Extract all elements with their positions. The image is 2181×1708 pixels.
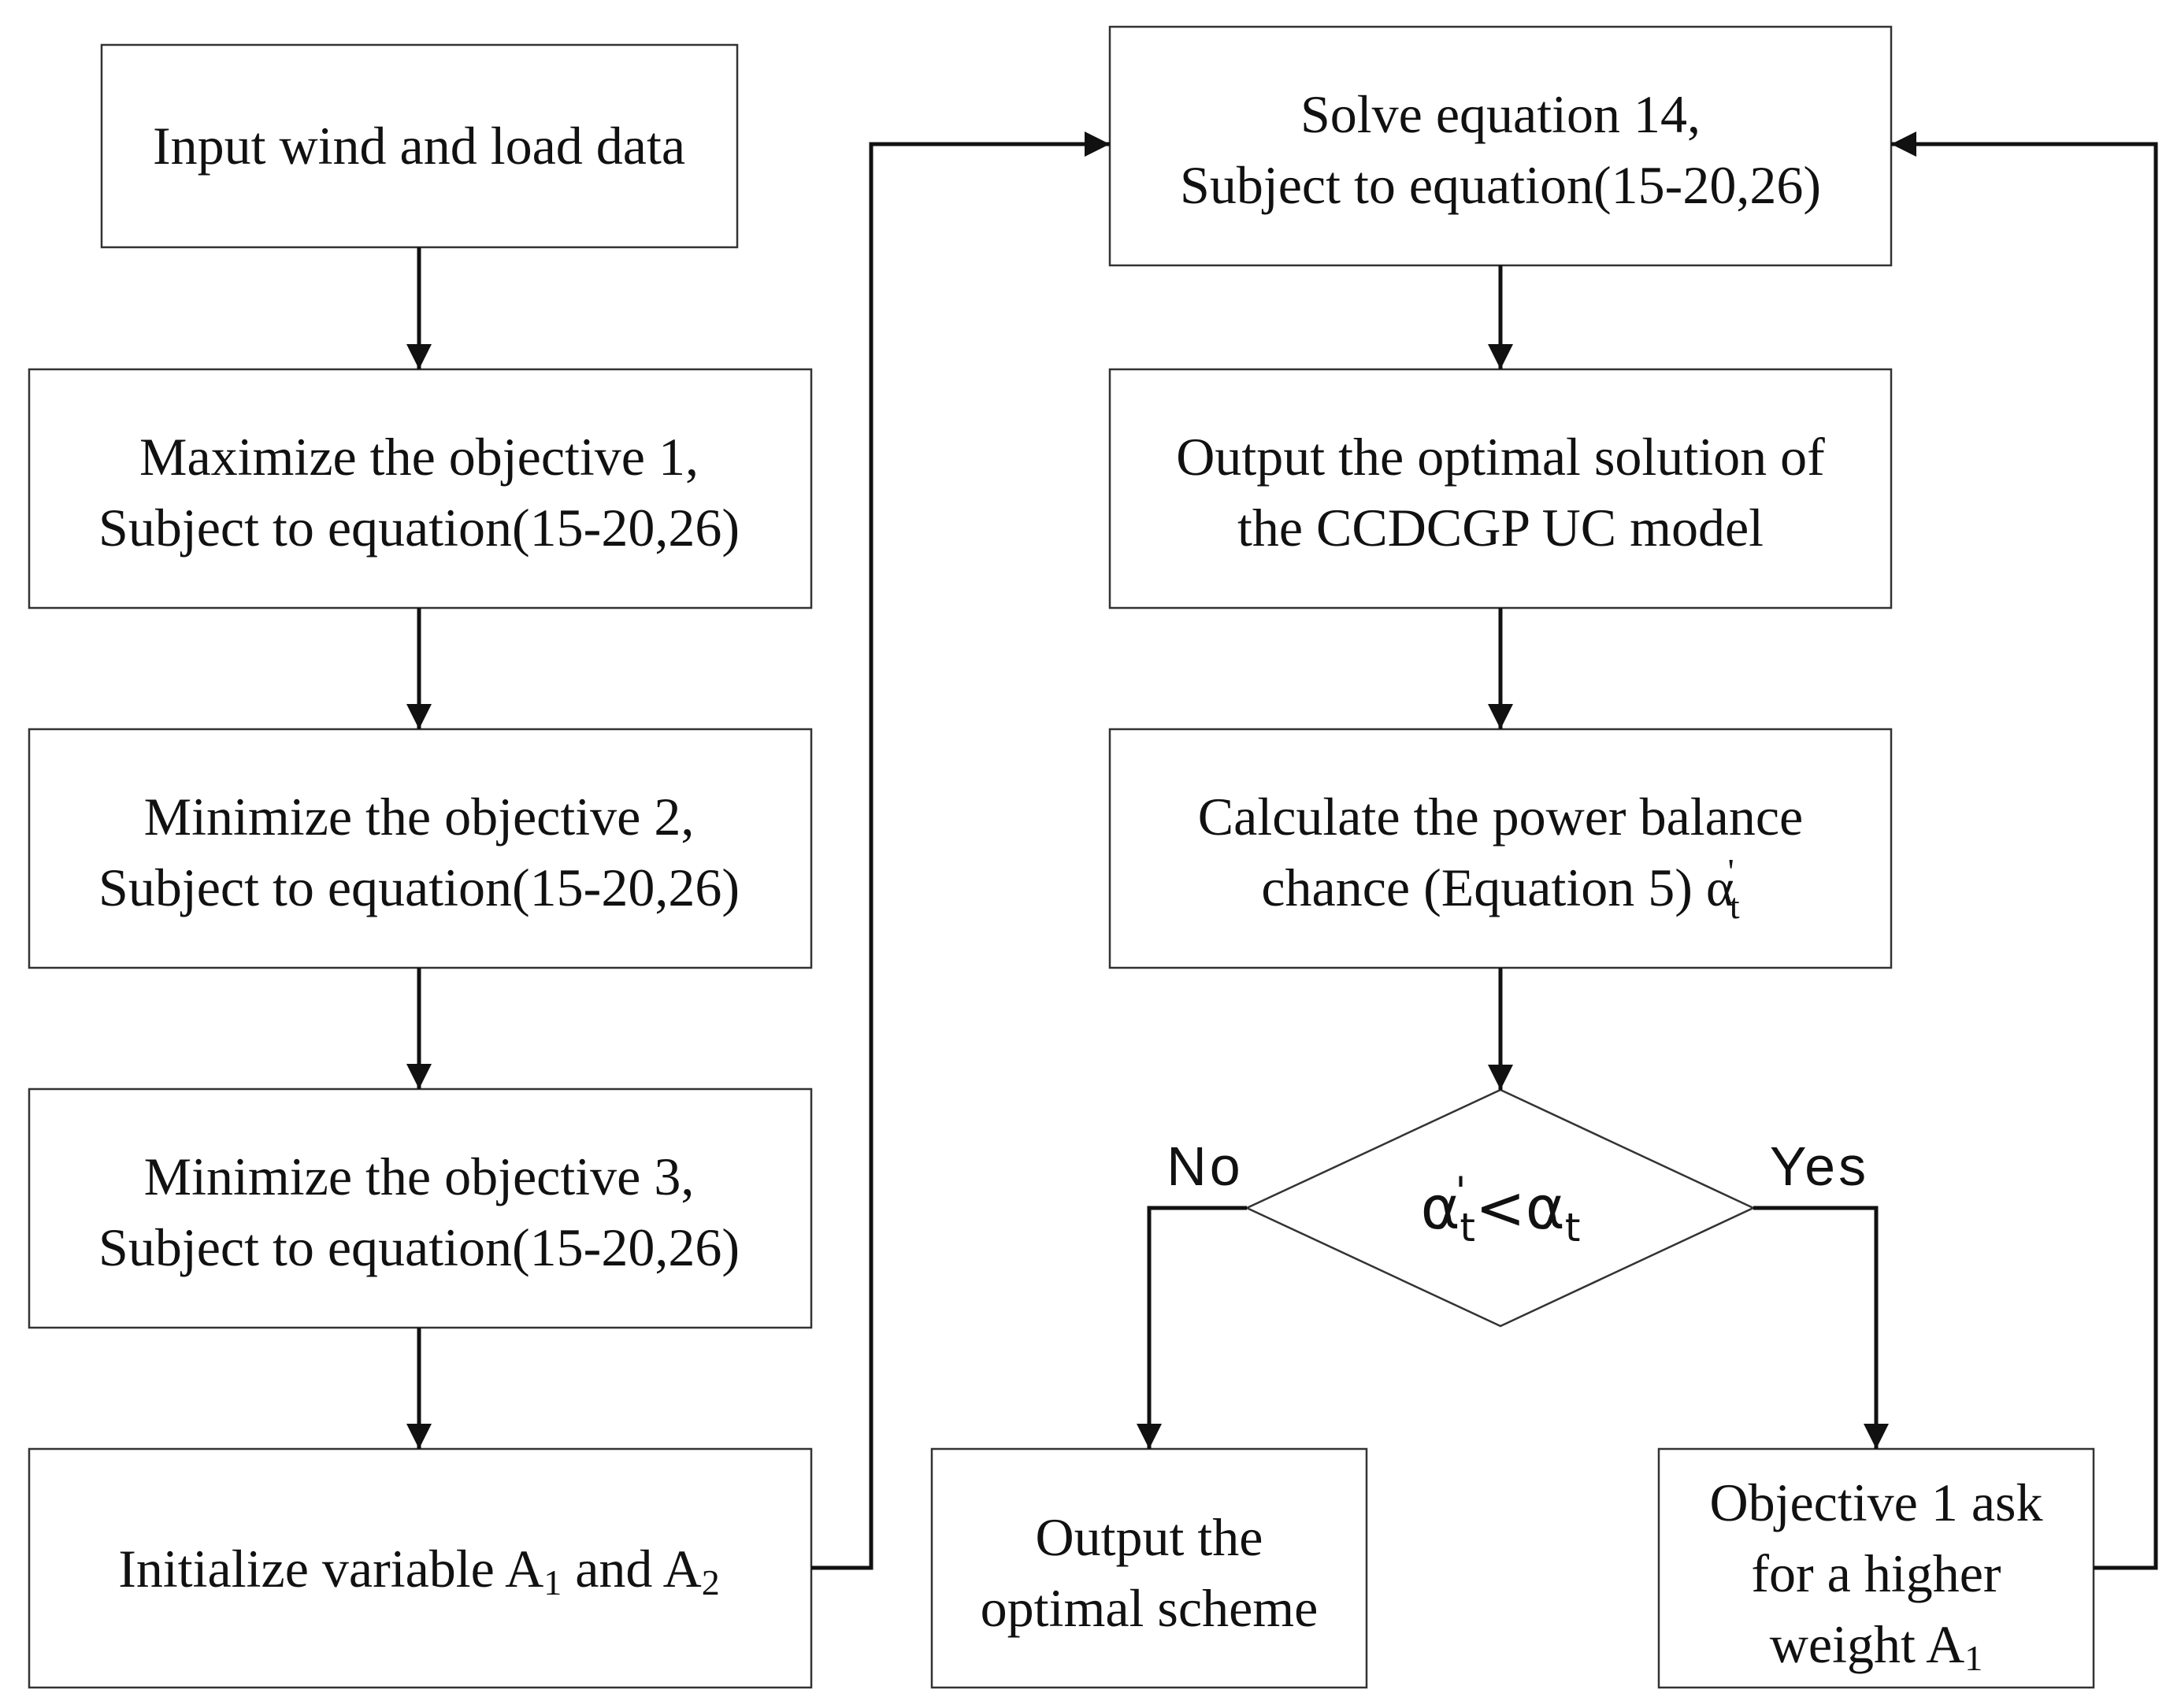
arrow-yes-branch [1753, 1206, 1889, 1449]
output-scheme-box [930, 1447, 1368, 1689]
objective-line3: weight A1 [1770, 1614, 1983, 1678]
objective-line2: for a higher [1751, 1543, 2001, 1603]
output-scheme-line2: optimal scheme [981, 1578, 1319, 1638]
yes-label: Yes [1770, 1136, 1869, 1197]
maximize-objective1-box [28, 368, 813, 609]
minimize3-line2: Subject to equation(15-20,26) [98, 1217, 740, 1277]
input-text: Input wind and load data [153, 116, 685, 176]
arrow-no-branch [1137, 1206, 1247, 1449]
output-scheme-line1: Output the [1036, 1507, 1263, 1567]
objective-line1: Objective 1 ask [1710, 1473, 2043, 1532]
output-optimal-line2: the CCDCGP UC model [1237, 498, 1764, 558]
input-box [100, 43, 739, 249]
calculate-chance-box [1108, 728, 1893, 969]
minimize-objective3-box [28, 1087, 813, 1329]
maximize-line1: Maximize the objective 1, [139, 427, 699, 487]
solve-line2: Subject to equation(15-20,26) [1180, 155, 1821, 215]
decision-text: α't<αt [1421, 1169, 1581, 1250]
calculate-line2: chance (Equation 5) α't [1261, 851, 1739, 926]
no-label: No [1167, 1136, 1243, 1197]
minimize3-line1: Minimize the objective 3, [144, 1147, 695, 1206]
maximize-line2: Subject to equation(15-20,26) [98, 498, 740, 558]
minimize-objective2-box [28, 728, 813, 969]
calculate-line1: Calculate the power balance [1198, 787, 1803, 847]
solve-line1: Solve equation 14, [1300, 84, 1701, 144]
arrow-init-to-solve [811, 132, 1110, 1570]
output-optimal-line1: Output the optimal solution of [1176, 427, 1825, 487]
minimize2-line2: Subject to equation(15-20,26) [98, 858, 740, 917]
arrow-feedback-to-solve [1891, 132, 2158, 1570]
initialize-text: Initialize variable A1 and A2 [118, 1539, 720, 1602]
minimize2-line1: Minimize the objective 2, [144, 787, 695, 847]
decision-diamond [1244, 1088, 1756, 1328]
solve-box [1108, 25, 1893, 267]
initialize-box [28, 1447, 813, 1689]
output-optimal-solution-box [1108, 368, 1893, 609]
